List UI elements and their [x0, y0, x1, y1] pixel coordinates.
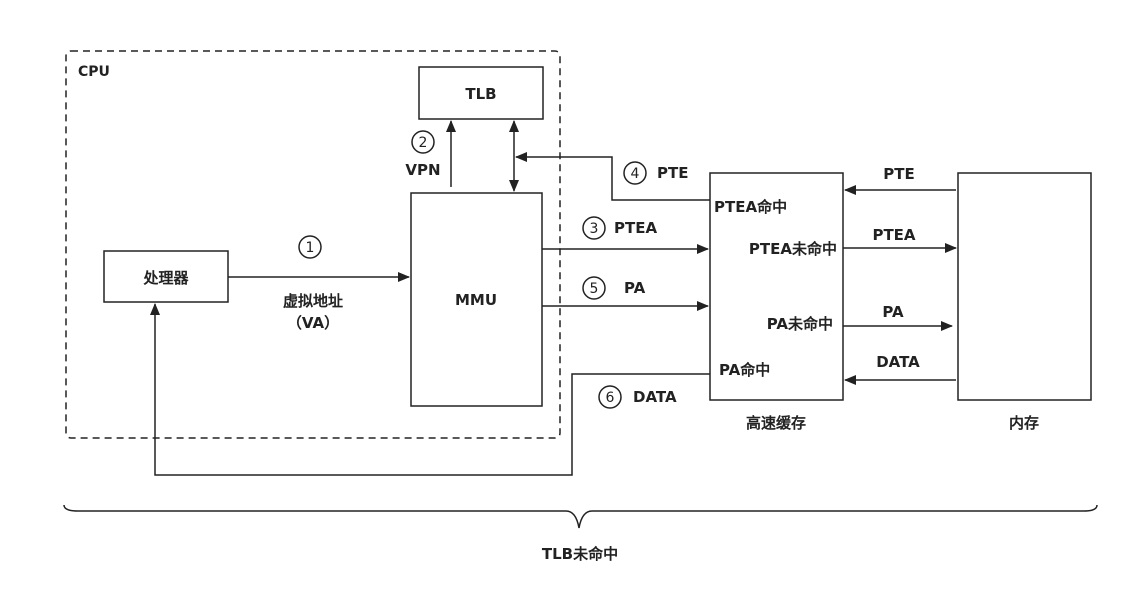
- step-2-number: 2: [419, 135, 428, 151]
- ptea-miss-label: PTEA未命中: [749, 240, 837, 258]
- step-6-circle: [598, 385, 622, 409]
- tlb-miss-brace: [63, 504, 1098, 529]
- step-3-circle: [582, 216, 606, 240]
- va-label: 虚拟地址: [283, 292, 343, 310]
- processor-label: 处理器: [142, 269, 189, 287]
- step-1-number: 1: [306, 240, 315, 256]
- mem-pa-label: PA: [882, 303, 904, 321]
- processor-box: [103, 250, 229, 303]
- pa-label: PA: [624, 279, 646, 297]
- step-3-number: 3: [590, 221, 599, 237]
- tlb-label: TLB: [465, 85, 496, 103]
- step-4-circle: [623, 161, 647, 185]
- cache-label: 高速缓存: [746, 414, 806, 432]
- pa-miss-label: PA未命中: [767, 315, 833, 333]
- ptea-label: PTEA: [614, 219, 657, 237]
- memory-box: [957, 172, 1092, 401]
- mem-data-label: DATA: [876, 353, 920, 371]
- pte-return-arrow: [515, 152, 710, 201]
- cache-box: [709, 172, 844, 401]
- mem-ptea-label: PTEA: [872, 226, 915, 244]
- memory-label: 内存: [1009, 414, 1039, 432]
- mmu-label: MMU: [455, 291, 497, 309]
- cpu-label: CPU: [78, 64, 110, 80]
- ptea-hit-label: PTEA命中: [714, 198, 787, 216]
- mem-pte-label: PTE: [883, 165, 914, 183]
- step-2-circle: [411, 130, 435, 154]
- vpn-label: VPN: [405, 161, 440, 179]
- va-sub-label: （VA）: [287, 314, 339, 332]
- data-label: DATA: [633, 388, 677, 406]
- step-4-number: 4: [631, 166, 640, 182]
- step-6-number: 6: [606, 390, 615, 406]
- step-5-circle: [582, 276, 606, 300]
- tlb-miss-label: TLB未命中: [542, 545, 618, 563]
- pa-hit-label: PA命中: [719, 361, 770, 379]
- pte-label: PTE: [657, 164, 688, 182]
- data-return-arrow: [150, 303, 710, 476]
- step-5-number: 5: [590, 281, 599, 297]
- step-1-circle: [298, 235, 322, 259]
- cpu-boundary: [65, 50, 561, 439]
- mmu-box: [410, 192, 543, 407]
- tlb-box: [418, 66, 544, 120]
